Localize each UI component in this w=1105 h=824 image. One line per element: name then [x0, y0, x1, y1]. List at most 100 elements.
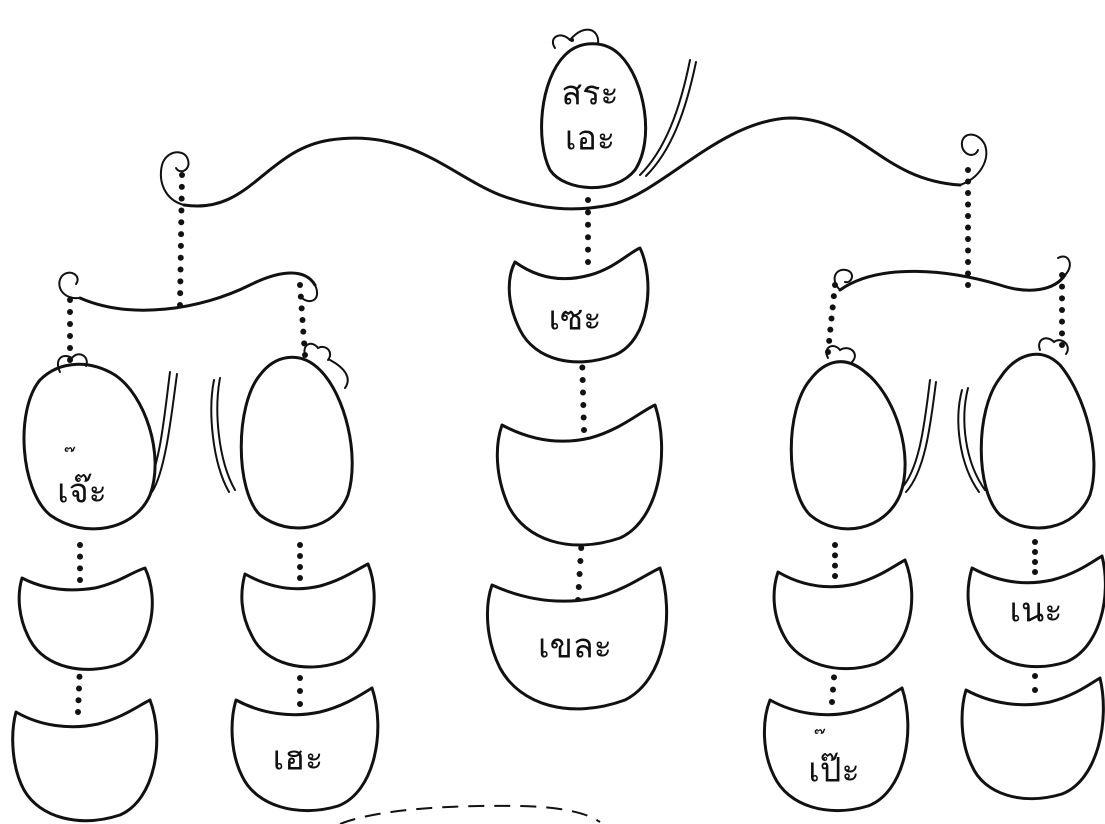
string-dot — [177, 302, 183, 308]
string-dot — [832, 562, 838, 569]
left2-seed-2 — [230, 686, 380, 813]
left1-seed-2 — [11, 698, 159, 823]
left-bar-left-curl — [58, 271, 81, 300]
string-dot — [297, 542, 303, 548]
string-dot — [178, 183, 185, 190]
string-dot — [67, 321, 73, 327]
string-dot — [965, 178, 971, 185]
string-dot — [965, 247, 971, 254]
string-dot — [580, 389, 586, 396]
string-dot — [585, 197, 591, 203]
top-right-curl — [959, 133, 988, 186]
string-dot — [1059, 342, 1065, 348]
string-dot — [297, 575, 303, 581]
string-dot — [77, 577, 83, 583]
left2-seed-2-label: เฮะ — [273, 739, 324, 779]
string-dot — [67, 345, 73, 351]
string-dot — [1059, 330, 1065, 337]
string-dot — [297, 293, 304, 300]
top-rat: สระ เอะ — [540, 28, 697, 190]
string-dot — [77, 553, 83, 560]
string-dot — [177, 290, 184, 297]
string-dot — [965, 213, 971, 219]
right1-seed-1 — [772, 558, 914, 671]
string-dot — [585, 221, 591, 228]
string-dot — [826, 337, 833, 344]
string-dot — [832, 282, 838, 288]
string-dot — [965, 201, 971, 208]
string-dot — [297, 553, 303, 559]
seeds: เซะ เขละ เฮะ ๊ เป๊ะ เนะ — [11, 246, 1105, 823]
string-dot — [577, 558, 584, 564]
string-dot — [585, 234, 591, 241]
string-dot — [297, 675, 303, 681]
right2-seed-1-label: เนะ — [1009, 591, 1062, 631]
right-rat-2 — [957, 337, 1096, 530]
string-dot — [177, 254, 184, 261]
string-dot — [67, 333, 73, 339]
string-dot — [178, 195, 185, 202]
string-dot — [965, 236, 971, 242]
string-dot — [178, 219, 185, 226]
string-dot — [67, 309, 73, 315]
string-dot — [829, 699, 835, 705]
string-dot — [1059, 307, 1065, 313]
left-rat-label: เจ๊ะ — [57, 472, 107, 512]
string-dot — [585, 246, 591, 253]
dashed-arc — [339, 804, 601, 824]
string-dot — [965, 282, 971, 288]
string-dot — [828, 315, 835, 322]
string-dot — [177, 242, 184, 249]
string-dot — [76, 685, 82, 692]
string-dot — [1032, 569, 1038, 575]
left1-seed-1 — [17, 566, 154, 671]
right-bar-left-curl — [833, 268, 853, 291]
string-dot — [77, 565, 83, 572]
string-dot — [832, 573, 838, 579]
string-dot — [300, 328, 307, 335]
left-hanging-bar — [78, 271, 317, 312]
string-dot — [575, 584, 582, 590]
string-dot — [1032, 687, 1038, 693]
mid-seed-2 — [495, 403, 664, 547]
mid-seed-1 — [507, 246, 650, 364]
title-line-2: เอะ — [565, 119, 615, 159]
string-dot — [76, 673, 83, 680]
left-rat-2 — [210, 342, 354, 530]
string-dot — [297, 564, 303, 570]
string-dot — [299, 317, 306, 323]
string-dot — [580, 414, 587, 421]
string-dot — [297, 282, 303, 288]
string-dot — [177, 266, 184, 273]
title-line-1: สระ — [561, 74, 618, 114]
string-dot — [75, 697, 82, 704]
string-dot — [965, 270, 971, 277]
string-dot — [965, 167, 971, 173]
dotted-strings — [67, 167, 1065, 715]
string-dot — [298, 305, 305, 312]
string-dot — [579, 364, 586, 371]
string-dot — [832, 552, 838, 559]
string-dot — [1032, 549, 1038, 555]
top-hanging-bar — [182, 116, 962, 211]
string-dot — [581, 427, 587, 433]
string-dot — [297, 688, 303, 694]
string-dot — [178, 231, 185, 238]
right1-seed-2 — [762, 686, 910, 813]
string-dot — [1032, 673, 1038, 679]
mid-seed-3-label: เขละ — [538, 627, 612, 667]
string-dot — [1032, 539, 1038, 545]
string-dot — [830, 293, 837, 300]
mid-seed-3 — [485, 566, 669, 711]
string-dot — [831, 674, 837, 681]
string-dot — [965, 259, 971, 265]
right-rat-1 — [789, 345, 937, 531]
string-dot — [77, 542, 83, 548]
right-bar-right-curl — [1057, 255, 1071, 276]
top-left-curl — [160, 151, 190, 206]
left2-seed-1 — [240, 562, 376, 669]
left-rat-1: ๊ เจ๊ะ — [22, 353, 178, 531]
string-dot — [965, 190, 971, 196]
